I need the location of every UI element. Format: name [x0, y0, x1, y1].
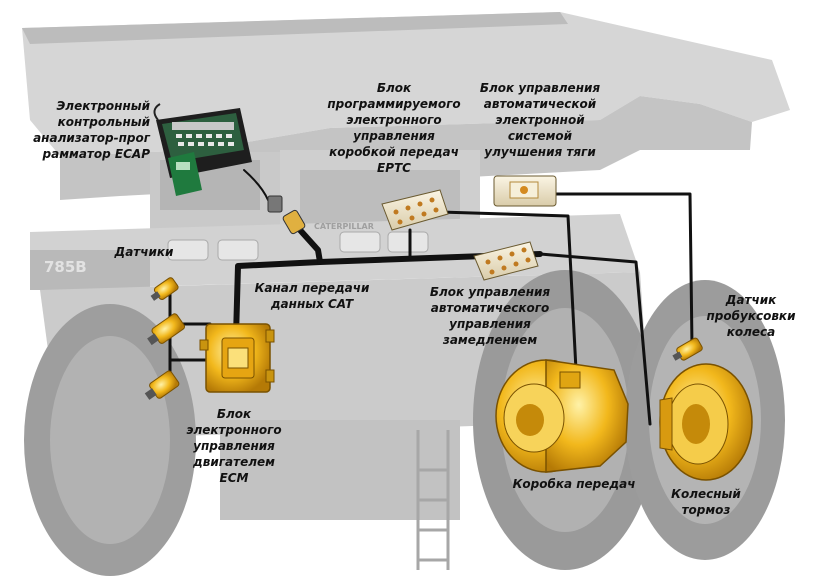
ecap-device — [153, 103, 252, 196]
label-eptc: Блок программируемого электронного управ… — [327, 81, 461, 175]
truck-side-text: CATERPILLAR — [314, 222, 374, 231]
wheel-slip-sensor — [672, 337, 703, 361]
eptc-module — [381, 189, 449, 231]
label-traction-control: Блок управления автоматической электронн… — [479, 81, 601, 159]
label-transmission: Коробка передач — [512, 477, 636, 491]
retarder-control-module — [473, 241, 539, 281]
label-sensors: Датчики — [114, 245, 174, 259]
sensors — [144, 277, 186, 400]
label-wheel-brake: Колесный тормоз — [671, 487, 741, 517]
label-ecap: Электронный контрольный анализатор-прог … — [33, 99, 150, 161]
label-cat-data-link: Канал передачи данных CAT — [254, 281, 370, 311]
data-link-connector — [267, 195, 306, 235]
model-plate: 785B — [44, 258, 87, 276]
traction-control-module — [493, 175, 557, 207]
transmission — [495, 359, 629, 473]
label-retarder-control: Блок управления автоматического управлен… — [429, 285, 551, 347]
ecm-module — [199, 323, 275, 393]
label-ecm: Блок электронного управления двигателем … — [186, 407, 282, 485]
wheel-brake — [659, 363, 753, 481]
label-wheel-slip-sensor: Датчик пробуксовки колеса — [706, 293, 796, 339]
